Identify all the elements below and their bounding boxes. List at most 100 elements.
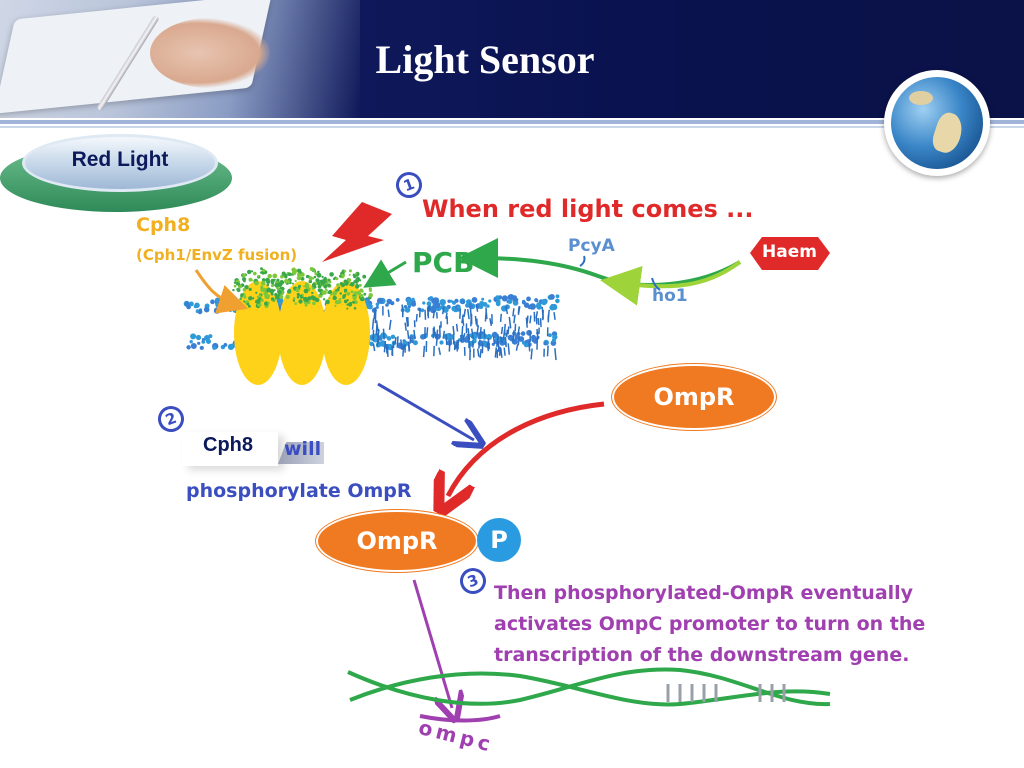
cph8-pointer-arrow [194,269,249,314]
step2-cph8-text: Cph8 [203,434,253,456]
membrane-dot [386,298,393,305]
chromophore-dot [279,295,284,299]
membrane-stroke [517,326,521,336]
chromophore-dot [305,274,310,279]
membrane-dot [434,302,441,309]
chromophore-dot [314,297,320,303]
membrane-stroke [463,308,467,318]
membrane-dot [501,295,508,302]
chromophore-dot [296,275,302,281]
chromophore-dot [296,292,300,297]
chromophore-dot [343,279,347,283]
chromophore-dot [358,283,362,287]
membrane-stroke [479,349,482,358]
membrane-stroke [537,318,540,326]
badge-label: Red Light [71,148,169,171]
chromophore-dot [363,292,367,296]
step1-text: When red light comes ... [422,195,754,223]
membrane-stroke [479,327,482,339]
chromophore-dot [261,278,266,282]
membrane-dot [412,340,418,346]
chromophore-dot [327,291,330,294]
chromophore-dot [292,299,296,302]
membrane-dot [460,299,466,305]
membrane-dot [190,333,197,340]
chromophore-dot [362,274,367,279]
ho1-tick [651,277,661,291]
membrane-stroke [422,345,426,358]
membrane-dot [411,297,415,302]
chromophore-dot [270,281,273,284]
phosphorylation-arrow [377,382,474,440]
membrane-dot [507,299,513,304]
membrane-stroke [553,312,556,320]
membrane-stroke [476,325,480,335]
chromophore-dot [276,278,280,282]
membrane-stroke [372,343,376,352]
pcb-label: PCB [412,246,475,279]
chromophore-dot [242,273,246,278]
chromophore-dot [348,269,352,273]
chromophore-dot [332,295,337,301]
membrane-dot [529,303,536,310]
ho1-label: ho1 [652,286,688,306]
membrane-stroke [375,324,378,336]
chromophore-dot [233,284,237,288]
chromophore-dot [247,304,251,308]
membrane-dot [189,301,194,307]
membrane-dot [198,308,203,312]
chromophore-dot [291,282,294,285]
chromophore-dot [339,274,342,278]
chromophore-dot [309,267,314,271]
ho1-arrow [600,260,742,306]
membrane-dot [551,338,557,343]
chromophore-dot [295,288,300,293]
membrane-dot [196,309,200,313]
chromophore-dot [242,277,247,282]
chromophore-dot [323,284,328,289]
membrane-dot [411,301,417,307]
membrane-dot [395,298,400,302]
chromophore-dot [326,289,328,292]
chromophore-dot [253,271,257,276]
membrane-dot [431,298,437,304]
chromophore-dot [334,304,337,307]
membrane-stroke [438,347,442,356]
chromophore-dot [236,288,241,292]
chromophore-dot [292,297,296,300]
membrane-stroke [387,309,390,318]
membrane-stroke [413,329,416,340]
header-rule [0,120,1024,124]
membrane-stroke [478,339,481,349]
chromophore-dot [283,273,288,278]
chromophore-dot [266,283,270,287]
chromophore-dot [248,296,253,301]
membrane-stroke [445,334,448,345]
haem-hexagon [750,237,830,270]
membrane-stroke [485,307,488,319]
chromophore-dot [270,297,275,301]
membrane-dot [468,304,474,309]
membrane-dot [535,304,540,308]
red-light-badge: Red Light [0,134,236,214]
chromophore-dot [287,288,292,293]
membrane-stroke [535,311,539,319]
chromophore-dot [284,279,289,284]
phosphate-badge: P [477,518,521,562]
membrane-stroke [434,331,437,339]
membrane-stroke [470,328,474,339]
chromophore-dot [315,278,320,283]
membrane-dot [193,304,198,309]
membrane-dot [439,299,446,306]
step3-line-1: Then phosphorylated-OmpR eventually [494,582,914,604]
chromophore-dot [322,280,326,285]
membrane-stroke [474,315,478,325]
membrane-stroke [461,325,464,337]
membrane-dot [190,343,197,349]
chromophore-dot [359,288,364,293]
cph8-label: Cph8 [136,214,191,236]
step3-line-3: transcription of the downstream gene. [494,644,910,666]
membrane-dot [507,294,514,301]
chromophore-dot [336,288,340,292]
membrane-stroke [388,319,392,331]
